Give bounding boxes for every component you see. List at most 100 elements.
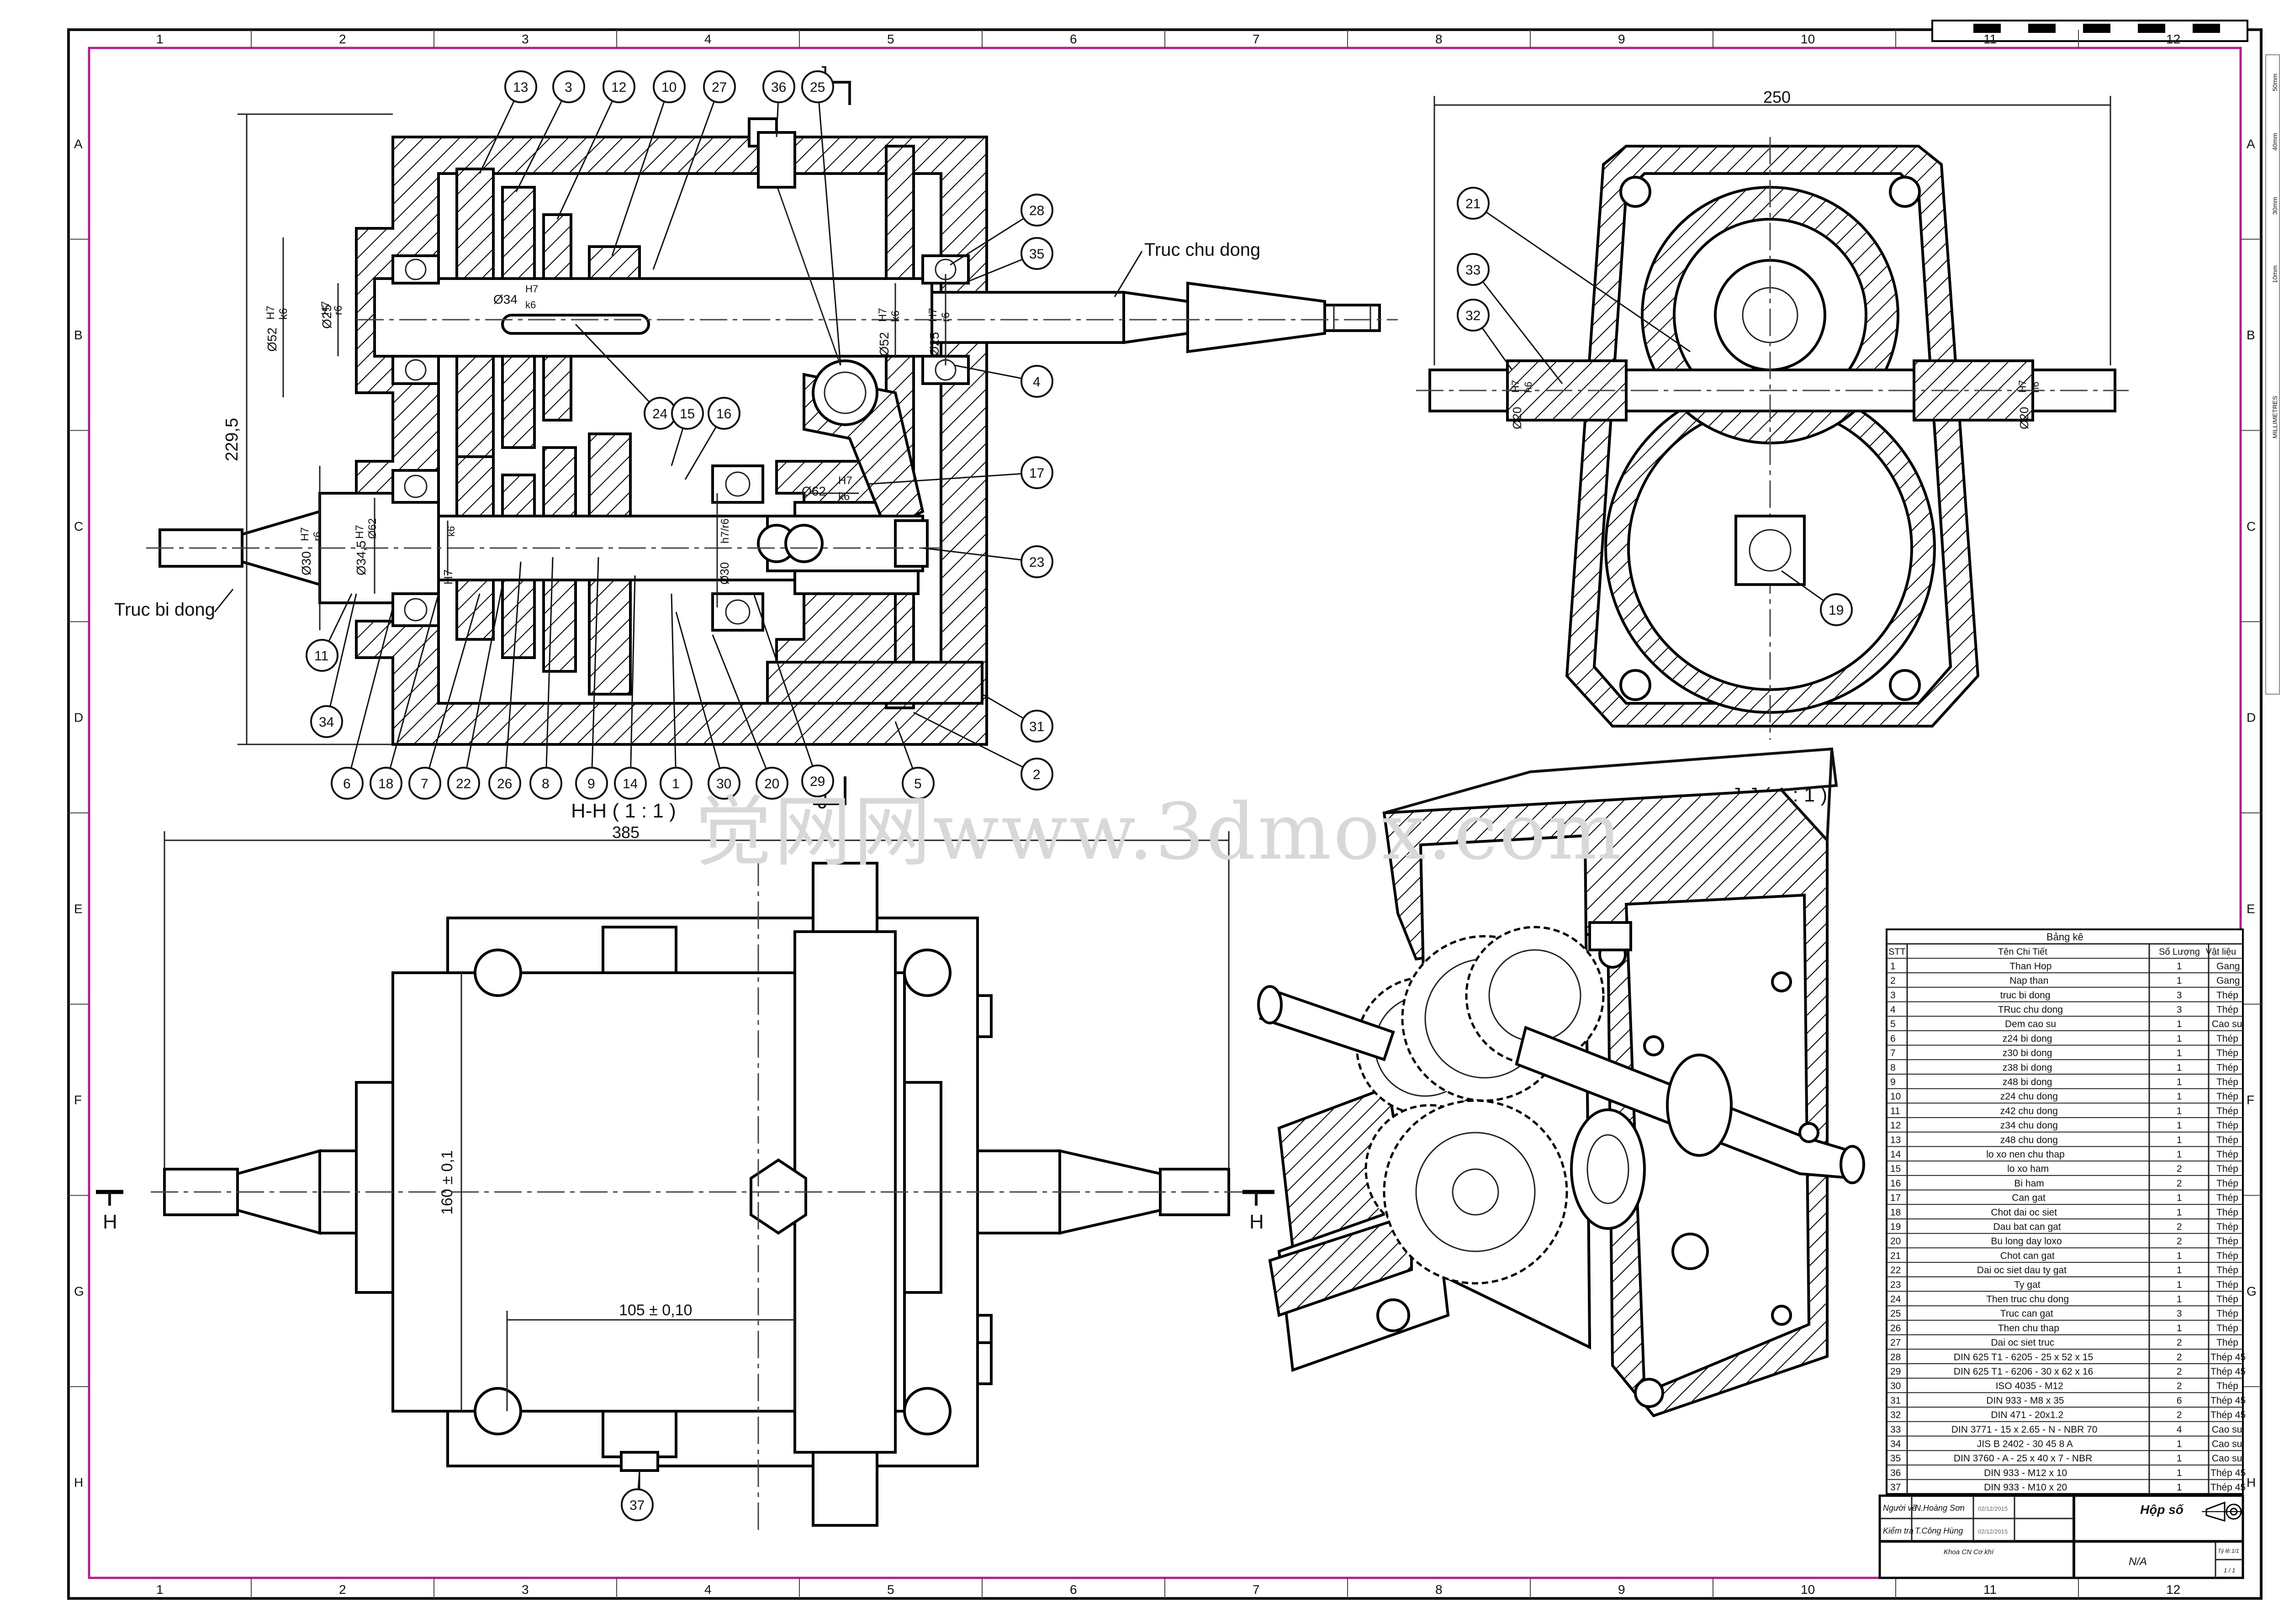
tb-check-label: Kiểm tra xyxy=(1883,1526,1914,1535)
bom-cell-27-3: Thép xyxy=(2216,1338,2238,1348)
bom-cell-29-3: Thép 45 xyxy=(2210,1366,2246,1377)
jj-dim-3: h6 xyxy=(1523,382,1534,393)
bom-cell-7-3: Thép xyxy=(2216,1048,2238,1059)
hh-dim-20: H7 xyxy=(299,527,311,541)
bom-cell-15-2: 2 xyxy=(2177,1164,2182,1174)
balloon-circle xyxy=(1020,237,1053,270)
balloon-21: 21 xyxy=(1465,196,1480,211)
bom-cell-34-1: JIS B 2402 - 30 45 8 A xyxy=(1977,1439,2073,1450)
bom-cell-35-3: Cao su xyxy=(2212,1453,2242,1464)
bom-cell-25-2: 3 xyxy=(2177,1308,2182,1319)
grid-col-bottom-2: 2 xyxy=(339,1582,346,1597)
top-dim-width: 160 ± 0,1 xyxy=(439,1150,456,1215)
bom-cell-4-2: 3 xyxy=(2177,1005,2182,1015)
balloon-circle xyxy=(902,767,935,800)
bom-cell-27-0: 27 xyxy=(1890,1338,1901,1348)
hh-dim-26: k6 xyxy=(445,526,457,537)
bom-cell-14-2: 1 xyxy=(2177,1149,2182,1160)
bom-cell-24-1: Then truc chu dong xyxy=(1986,1294,2069,1305)
bom-cell-33-0: 33 xyxy=(1890,1424,1901,1435)
balloon-20: 20 xyxy=(764,776,779,791)
hh-dim-25: H7 xyxy=(441,569,455,585)
top-bolts xyxy=(976,994,993,1385)
grid-col-bottom-12: 12 xyxy=(2166,1582,2180,1597)
bom-cell-37-1: DIN 933 - M10 x 20 xyxy=(1984,1482,2067,1493)
balloon-circle xyxy=(671,397,704,430)
grid-col-bottom-5: 5 xyxy=(887,1582,894,1597)
bom-cell-26-0: 26 xyxy=(1890,1323,1901,1334)
bom-cell-32-1: DIN 471 - 20x1.2 xyxy=(1991,1410,2063,1420)
balloon-24: 24 xyxy=(652,406,667,422)
grid-row-right-B: B xyxy=(2247,328,2255,342)
label-input-shaft: Truc bi dong xyxy=(114,600,215,620)
hh-dim-8: H7 xyxy=(525,283,538,295)
bom-cell-35-1: DIN 3760 - A - 25 x 40 x 7 - NBR xyxy=(1954,1453,2092,1464)
balloon-32: 32 xyxy=(1465,308,1480,323)
balloon-leader xyxy=(611,86,670,256)
balloon-leader xyxy=(326,593,357,722)
bom-cell-32-2: 2 xyxy=(2177,1410,2182,1420)
bom-cell-10-3: Thép xyxy=(2216,1091,2238,1102)
balloon-circle xyxy=(575,767,608,800)
bom-cell-17-2: 1 xyxy=(2177,1193,2182,1203)
bom-cell-14-1: lo xo nen chu thap xyxy=(1986,1149,2065,1160)
hh-dimensions xyxy=(238,113,946,745)
bom-cell-3-1: truc bi dong xyxy=(2000,990,2051,1001)
grid-col-top-1: 1 xyxy=(156,32,164,46)
grid-col-bottom-7: 7 xyxy=(1253,1582,1260,1597)
bom-cell-11-3: Thép xyxy=(2216,1106,2238,1116)
hh-dim-6: r6 xyxy=(332,306,344,315)
bom-cell-37-2: 1 xyxy=(2177,1482,2182,1493)
bom-cell-36-2: 1 xyxy=(2177,1468,2182,1478)
bom-cell-13-1: z48 chu dong xyxy=(2000,1135,2058,1145)
hh-dim-5: H7 xyxy=(319,301,332,315)
bom-cell-14-3: Thép xyxy=(2216,1149,2238,1160)
bom-cell-2-2: 1 xyxy=(2177,975,2182,986)
title-block: Người vẽ N.Hoàng Sơn 02/12/2015 Kiểm tra… xyxy=(1878,1494,2244,1579)
bom-cell-26-3: Thép xyxy=(2216,1323,2238,1334)
bom-cell-4-3: Thép xyxy=(2216,1005,2238,1015)
hh-dim-16: Ø62 xyxy=(802,484,826,498)
balloon-circle xyxy=(1020,710,1053,743)
bom-cell-9-3: Thép xyxy=(2216,1077,2238,1087)
bom-cell-8-1: z38 bi dong xyxy=(2003,1062,2052,1073)
bom-cell-5-1: Dem cao su xyxy=(2005,1019,2056,1029)
bom-cell-17-3: Thép xyxy=(2216,1193,2238,1203)
section-hh-title: H-H ( 1 : 1 ) xyxy=(571,800,676,822)
top-center-nut xyxy=(750,1158,807,1235)
grid-row-right-E: E xyxy=(2247,902,2255,916)
grid-col-top-3: 3 xyxy=(522,32,529,46)
balloon-22: 22 xyxy=(456,776,471,791)
bom-cell-20-2: 2 xyxy=(2177,1236,2182,1247)
side-scale-unit: MILLIMETRES xyxy=(2271,396,2279,438)
bom-cell-19-3: Thép xyxy=(2216,1222,2238,1232)
grid-col-top-9: 9 xyxy=(1618,32,1625,46)
bom-cell-4-1: TRuc chu dong xyxy=(1998,1005,2063,1015)
bom-cell-33-3: Cao su xyxy=(2212,1424,2242,1435)
balloon-19: 19 xyxy=(1829,603,1844,618)
top-balloons: 37 xyxy=(621,1470,654,1521)
bom-cell-15-1: lo xo ham xyxy=(2007,1164,2049,1174)
bom-cell-33-1: DIN 3771 - 15 x 2.65 - N - NBR 70 xyxy=(1951,1424,2098,1435)
jj-dim-5: H7 xyxy=(2017,380,2028,393)
tb-sheet: 1 / 1 xyxy=(2224,1567,2235,1574)
bom-cell-35-0: 35 xyxy=(1890,1453,1901,1464)
grid-col-bottom-9: 9 xyxy=(1618,1582,1625,1597)
balloon-circle xyxy=(1820,593,1853,626)
tb-title: Hộp số xyxy=(2140,1503,2184,1517)
bom-cell-7-2: 1 xyxy=(2177,1048,2182,1059)
bom-cell-31-2: 6 xyxy=(2177,1395,2182,1406)
balloon-leader xyxy=(712,634,773,784)
bom-cell-6-3: Thép xyxy=(2216,1033,2238,1044)
bom-cell-18-1: Chot dai oc siet xyxy=(1991,1207,2057,1218)
bom-cell-19-2: 2 xyxy=(2177,1222,2182,1232)
balloon-31: 31 xyxy=(1029,719,1044,734)
bom-cell-33-2: 4 xyxy=(2177,1424,2182,1435)
bom-cell-25-3: Thép xyxy=(2216,1308,2238,1319)
balloon-leader xyxy=(753,593,819,781)
balloon-circle xyxy=(653,70,686,103)
grid-col-top-7: 7 xyxy=(1253,32,1260,46)
tb-drawn-label: Người vẽ xyxy=(1883,1503,1916,1513)
bom-cell-30-0: 30 xyxy=(1890,1381,1901,1392)
